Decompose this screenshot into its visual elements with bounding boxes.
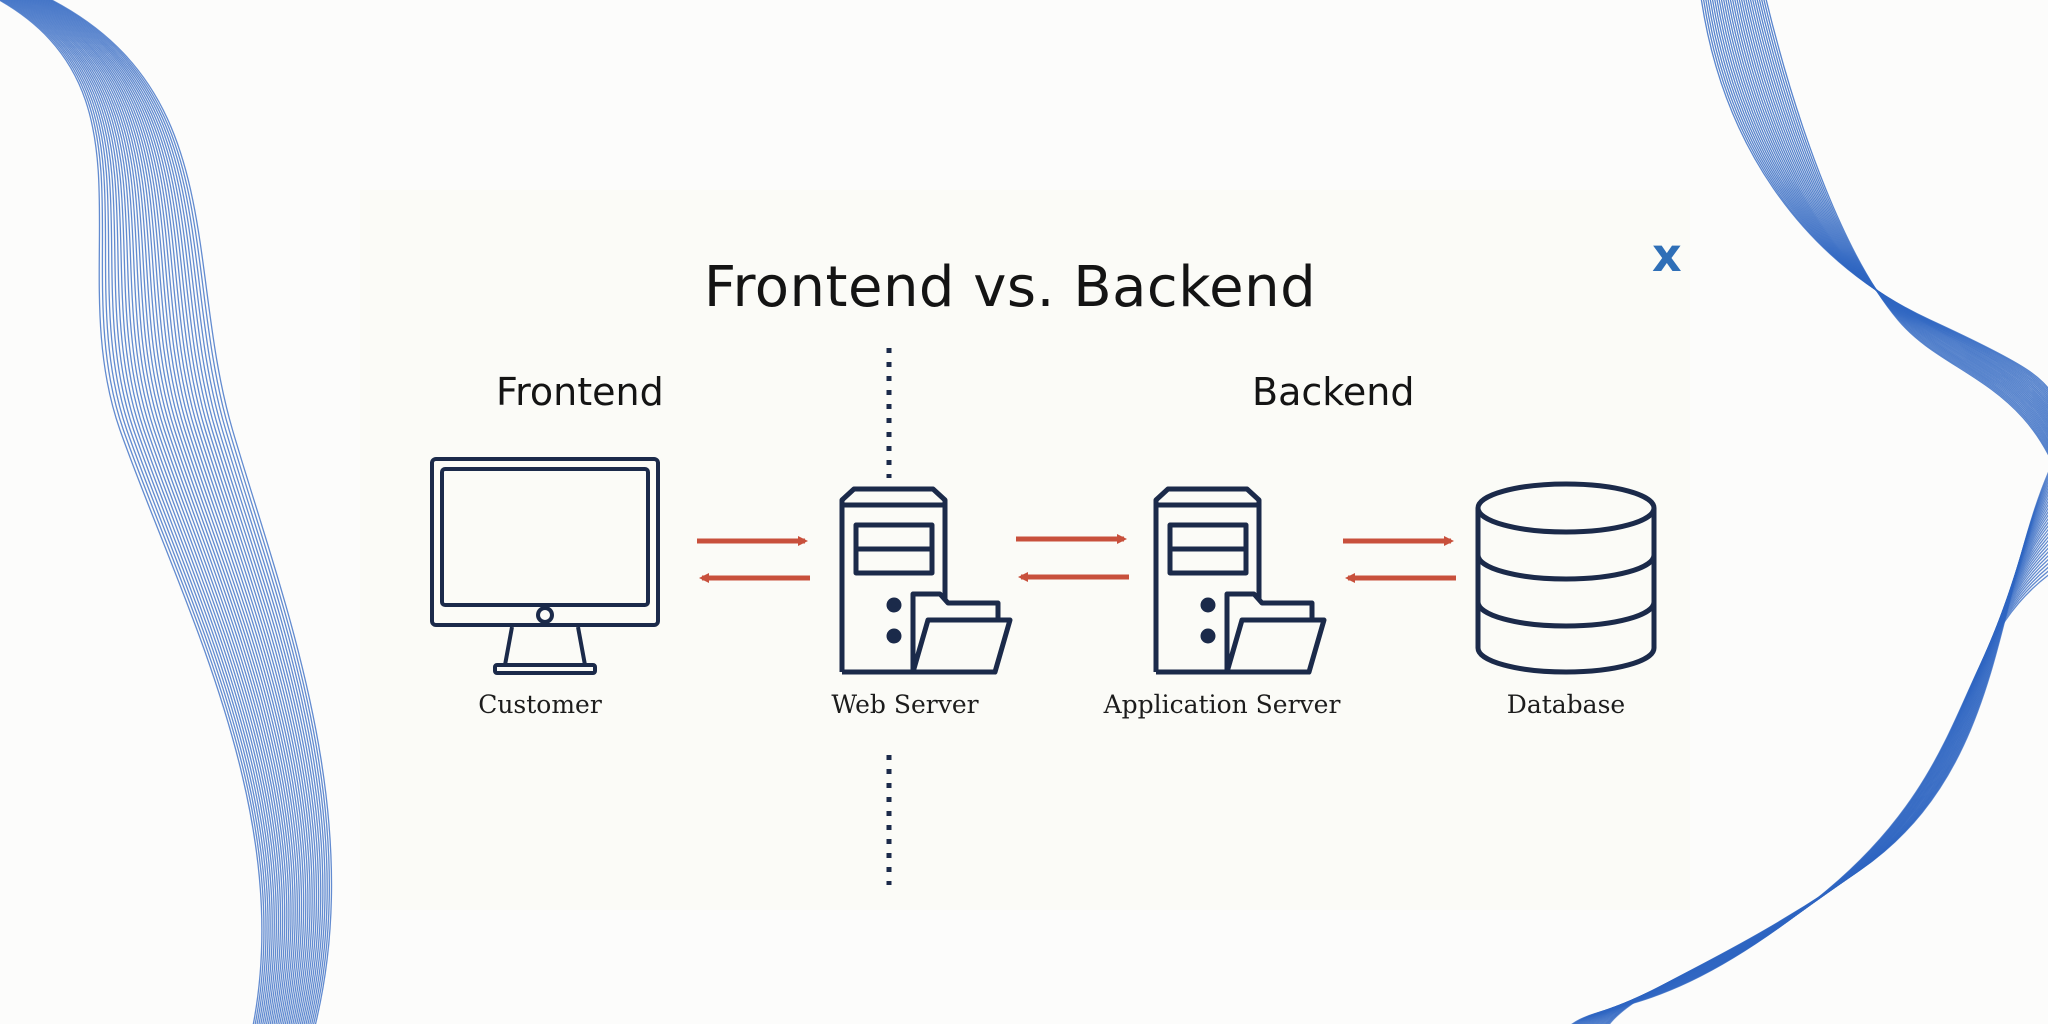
- wave-line: [46, 0, 328, 1024]
- wave-line: [10, 0, 280, 1024]
- wave-line: [1745, 0, 2048, 434]
- connection-webserver-appserver: [1016, 534, 1129, 582]
- wave-line: [1763, 0, 2048, 453]
- frontend-section-label: Frontend: [496, 370, 664, 414]
- wave-line: [1754, 0, 2048, 444]
- wave-line: [45, 0, 326, 1024]
- diagram-title: Frontend vs. Backend: [703, 255, 1317, 320]
- wave-line: [21, 0, 294, 1024]
- wave-line: [1747, 0, 2048, 437]
- backend-section-label: Backend: [1252, 370, 1415, 414]
- wave-line: [1756, 0, 2048, 446]
- wave-line: [1761, 0, 2048, 451]
- wave-line: [23, 0, 296, 1024]
- wave-line: [8, 0, 277, 1024]
- web-server-icon: [839, 486, 1013, 675]
- wave-line: [24, 0, 298, 1024]
- wave-line: [30, 0, 307, 1024]
- wave-line: [50, 0, 333, 1024]
- wave-line: [0, 0, 267, 1024]
- wave-line: [40, 0, 320, 1024]
- wave-line: [34, 0, 311, 1024]
- wave-line: [5, 0, 273, 1024]
- wave-line: [0, 0, 265, 1024]
- wave-line: [1752, 0, 2048, 441]
- wave-line: [1758, 0, 2048, 449]
- wave-line: [1749, 0, 2048, 439]
- wave-line: [48, 0, 331, 1024]
- brand-logo-icon: x: [1652, 228, 1682, 282]
- node-label-application-server: Application Server: [1103, 690, 1341, 719]
- wave-line: [26, 0, 301, 1024]
- wave-line: [15, 0, 286, 1024]
- monitor-icon: [430, 457, 660, 675]
- wave-line: [2, 0, 269, 1024]
- wave-line: [29, 0, 305, 1024]
- wave-line: [1765, 0, 2048, 456]
- wave-line: [38, 0, 318, 1024]
- wave-line: [19, 0, 292, 1024]
- node-label-customer: Customer: [478, 690, 602, 719]
- wave-line: [27, 0, 303, 1024]
- wave-line: [4, 0, 271, 1024]
- application-server-icon: [1153, 486, 1327, 675]
- wave-line: [43, 0, 324, 1024]
- wave-line: [37, 0, 315, 1024]
- wave-line: [18, 0, 290, 1024]
- connection-appserver-database: [1343, 536, 1456, 583]
- database-icon: [1475, 481, 1657, 675]
- node-label-web-server: Web Server: [831, 690, 979, 719]
- wave-line: [1571, 574, 2048, 1024]
- wave-line: [35, 0, 313, 1024]
- wave-line: [16, 0, 288, 1024]
- wave-line: [13, 0, 284, 1024]
- diagram-card: [360, 190, 1690, 910]
- wave-line: [42, 0, 322, 1024]
- wave-line: [11, 0, 282, 1024]
- wave-line: [1743, 0, 2048, 432]
- connection-customer-webserver: [697, 536, 810, 583]
- wave-line: [7, 0, 275, 1024]
- node-label-database: Database: [1506, 690, 1626, 719]
- wave-line: [32, 0, 309, 1024]
- wave-line: [0, 0, 263, 1024]
